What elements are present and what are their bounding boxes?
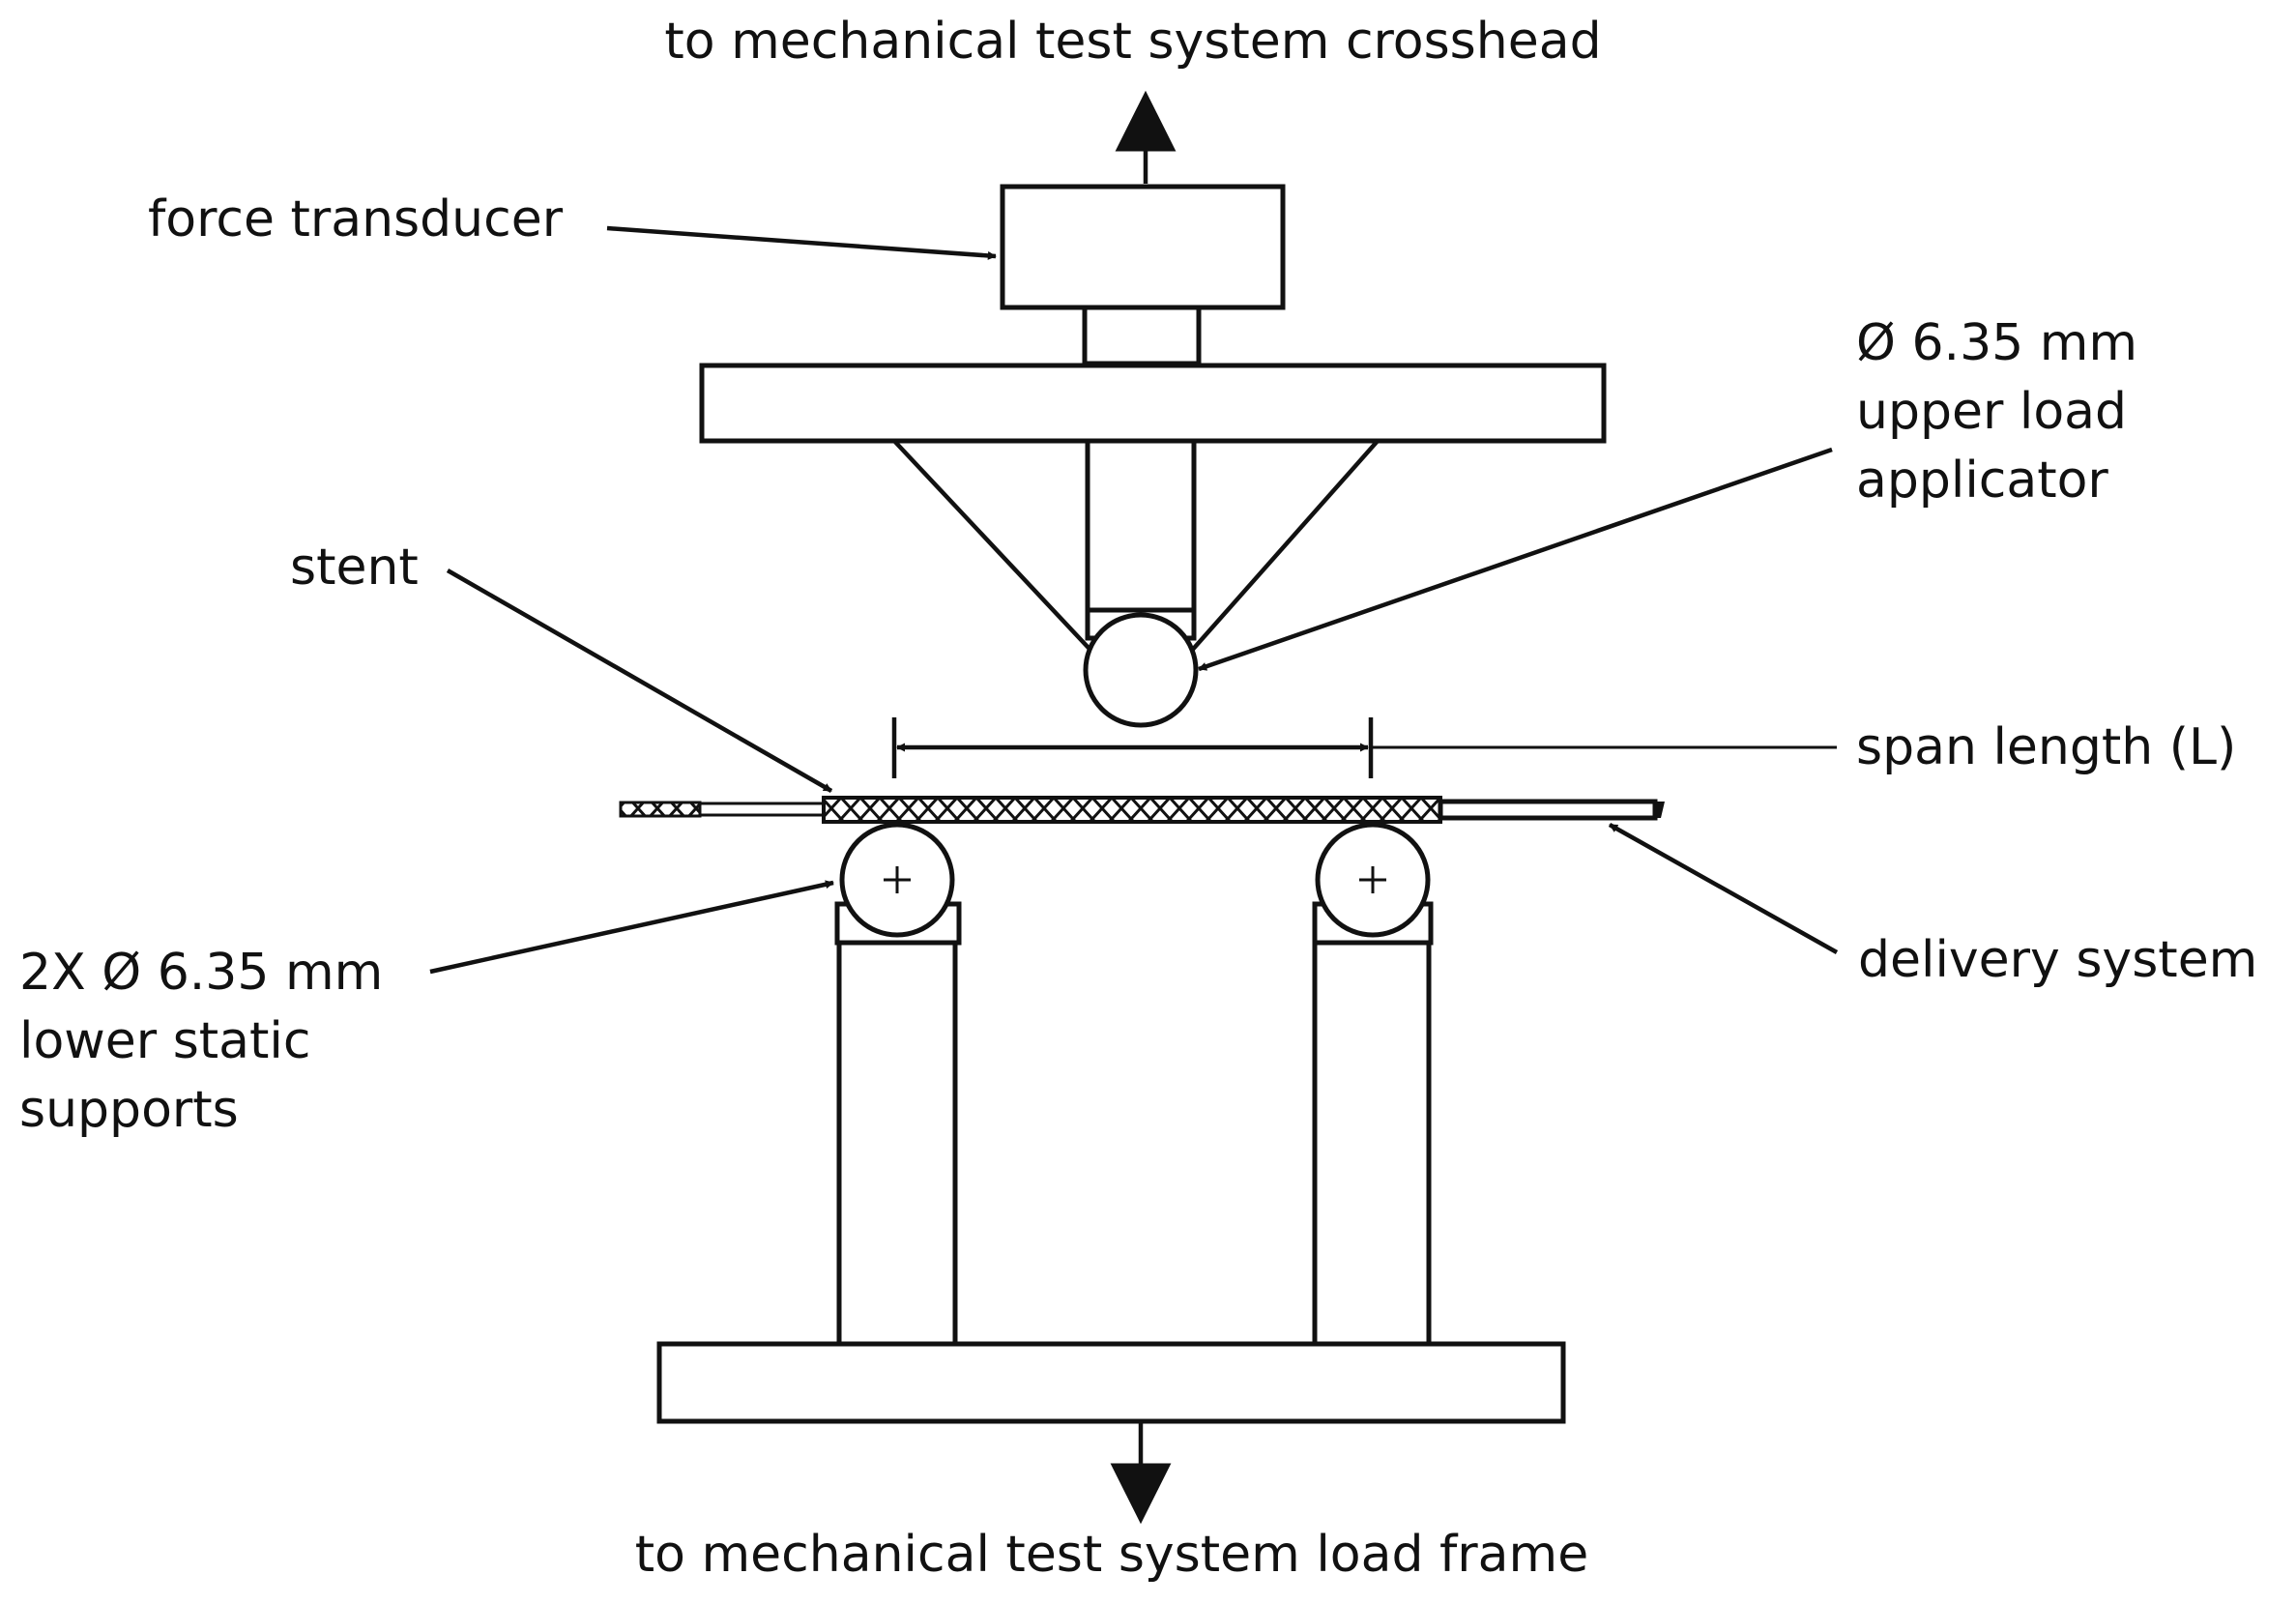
delivery-system-leader	[1608, 823, 1839, 954]
stent	[822, 796, 1442, 824]
lower-left-support-post	[836, 940, 958, 1347]
lower-supports-label-line3: supports	[19, 1081, 239, 1139]
upper-applicator-leader	[1198, 447, 1833, 672]
base-plate	[656, 1341, 1566, 1424]
force-transducer-box	[1000, 184, 1286, 310]
stent-label: stent	[290, 539, 419, 597]
crosshead-label: to mechanical test system crosshead	[664, 13, 1601, 71]
delivery-system-right-shaft	[1438, 799, 1658, 821]
force-transducer-label: force transducer	[148, 190, 564, 248]
transducer-neck	[1082, 305, 1202, 366]
upper-crossbar	[699, 363, 1607, 444]
delivery-system-label: delivery system	[1858, 931, 2257, 989]
force-transducer-leader	[606, 225, 997, 260]
upper-fixture-left-brace	[892, 439, 1104, 664]
upper-load-applicator	[1083, 612, 1199, 728]
lower-supports-label-line2: lower static	[19, 1012, 310, 1070]
upper-fixture-right-brace	[1179, 439, 1380, 664]
upper-applicator-label-line1: Ø 6.35 mm	[1856, 314, 2137, 372]
lower-left-support-center-plus-icon	[884, 866, 911, 893]
lower-supports-label-line1: 2X Ø 6.35 mm	[19, 944, 383, 1002]
lower-right-support-post	[1312, 940, 1432, 1347]
upper-applicator-label-line3: applicator	[1856, 452, 2108, 510]
delivery-system-left-catheter	[619, 801, 702, 818]
load-frame-label: to mechanical test system load frame	[635, 1526, 1588, 1584]
upper-applicator-label-line2: upper load	[1856, 383, 2127, 441]
delivery-system-tip	[1655, 802, 1665, 818]
lower-supports-leader	[429, 880, 834, 975]
stent-leader	[446, 569, 833, 793]
upper-applicator-stem	[1085, 438, 1197, 613]
span-length-label: span length (L)	[1856, 718, 2236, 776]
lower-right-support-center-plus-icon	[1359, 866, 1386, 893]
